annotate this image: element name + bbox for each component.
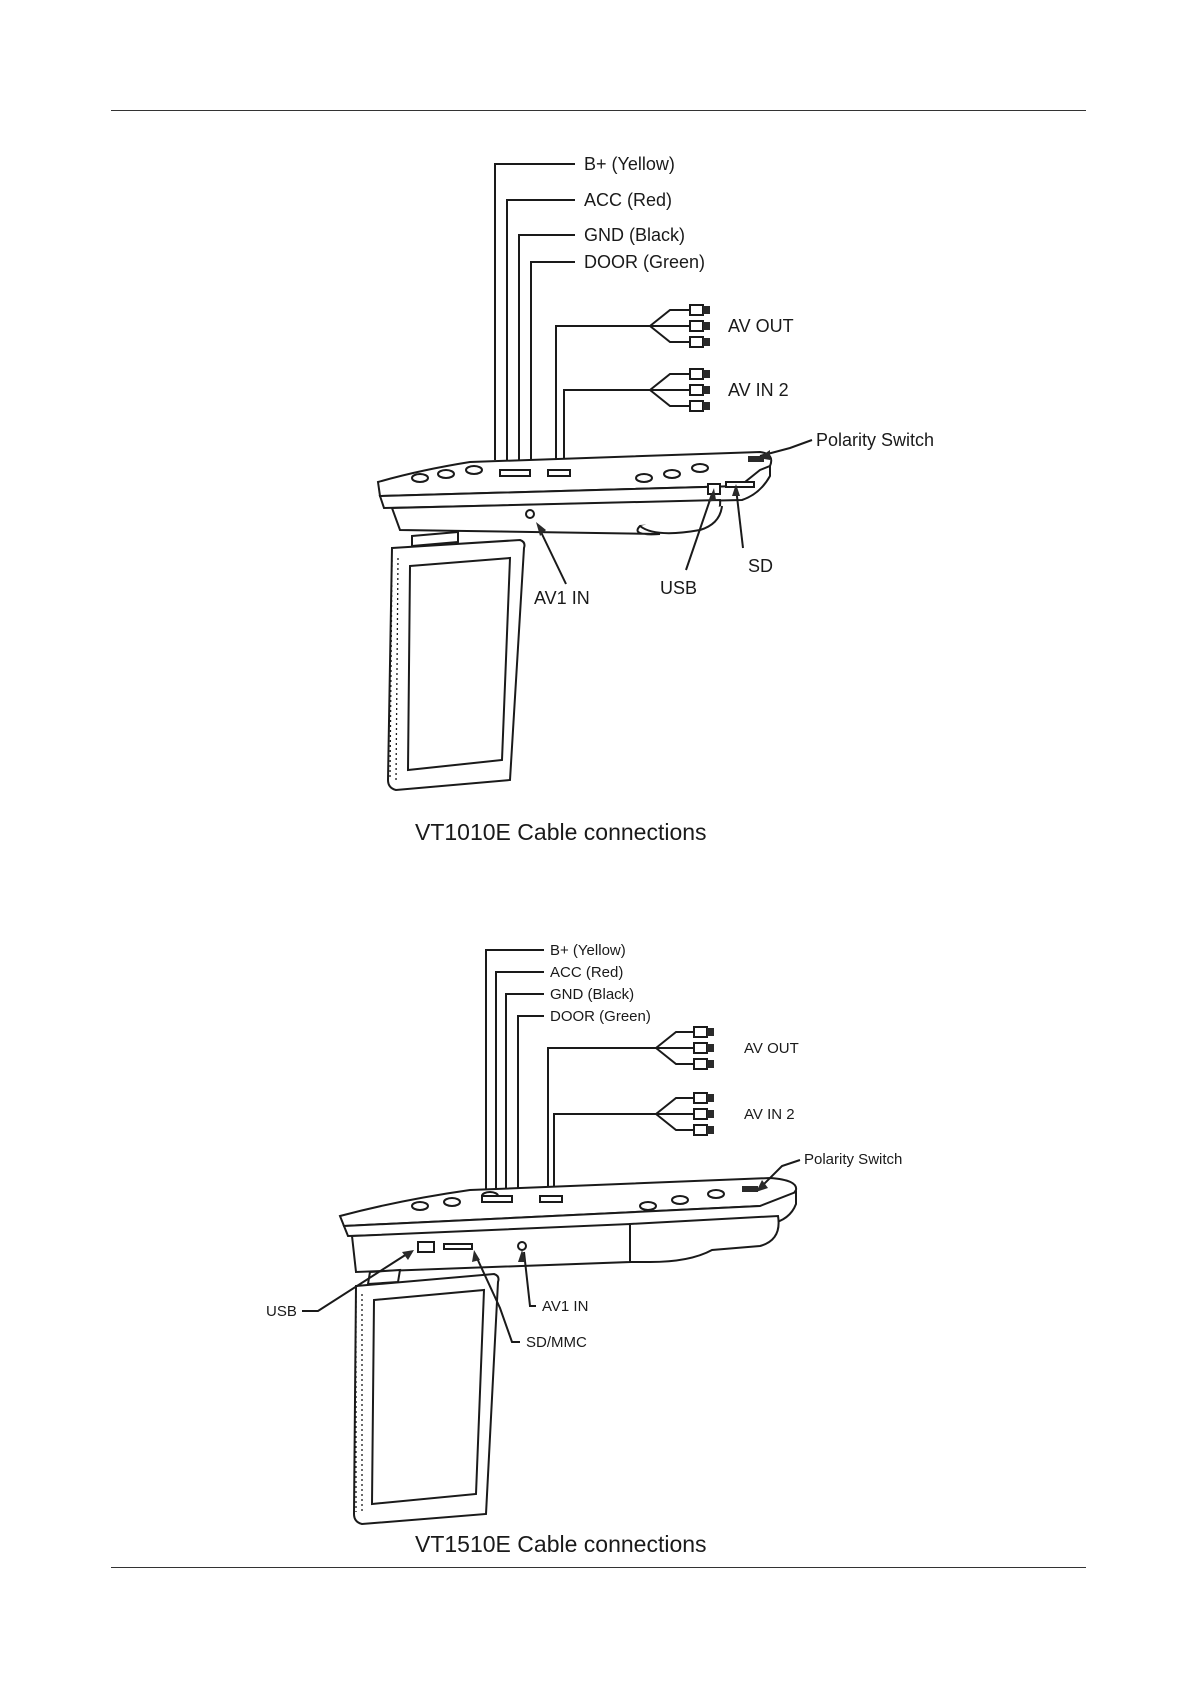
rca-plugs-av-in-2 bbox=[694, 1093, 714, 1135]
wire-door bbox=[531, 262, 575, 460]
label-av-out: AV OUT bbox=[744, 1040, 799, 1057]
label-gnd: GND (Black) bbox=[584, 225, 685, 245]
label-door: DOOR (Green) bbox=[584, 252, 705, 272]
polarity-switch-icon bbox=[742, 1186, 758, 1192]
label-polarity-switch: Polarity Switch bbox=[804, 1151, 902, 1168]
label-polarity-switch: Polarity Switch bbox=[816, 430, 934, 450]
av1-jack-icon bbox=[518, 1242, 526, 1250]
sd-mmc-slot-icon bbox=[444, 1244, 472, 1249]
caption-vt1010e: VT1010E Cable connections bbox=[415, 819, 707, 845]
label-b-plus: B+ (Yellow) bbox=[550, 942, 626, 959]
label-av-in-2: AV IN 2 bbox=[744, 1106, 795, 1123]
vt1010e-diagram: B+ (Yellow) ACC (Red) GND (Black) DOOR (… bbox=[0, 120, 1190, 860]
power-wires bbox=[486, 950, 544, 1190]
label-acc: ACC (Red) bbox=[550, 964, 623, 981]
header-rule bbox=[111, 110, 1086, 111]
av-out-cable bbox=[556, 305, 710, 466]
wire-gnd bbox=[519, 235, 575, 460]
label-sd: SD bbox=[748, 556, 773, 576]
usb-port-icon bbox=[418, 1242, 434, 1252]
rca-plugs-av-out bbox=[694, 1027, 714, 1069]
flip-down-screen bbox=[388, 532, 525, 790]
av-cable-slot bbox=[548, 470, 570, 476]
label-sd-mmc: SD/MMC bbox=[526, 1334, 587, 1351]
label-av-out: AV OUT bbox=[728, 316, 794, 336]
av-in-2-cable bbox=[564, 369, 710, 466]
label-av1-in: AV1 IN bbox=[534, 588, 590, 608]
vt1510e-diagram: B+ (Yellow) ACC (Red) GND (Black) DOOR (… bbox=[0, 920, 1190, 1560]
label-av-in-2: AV IN 2 bbox=[728, 380, 789, 400]
footer-rule bbox=[111, 1567, 1086, 1568]
power-cable-slot bbox=[500, 470, 530, 476]
caption-vt1510e: VT1510E Cable connections bbox=[415, 1531, 707, 1557]
rca-plugs-av-in-2 bbox=[690, 369, 710, 411]
power-cable-slot bbox=[482, 1196, 512, 1202]
flip-down-screen bbox=[354, 1270, 499, 1524]
av-out-cable bbox=[548, 1027, 714, 1196]
av1-jack-icon bbox=[526, 510, 534, 518]
label-acc: ACC (Red) bbox=[584, 190, 672, 210]
label-av1-in: AV1 IN bbox=[542, 1298, 588, 1315]
label-gnd: GND (Black) bbox=[550, 986, 634, 1003]
label-usb: USB bbox=[660, 578, 697, 598]
rca-plugs-av-out bbox=[690, 305, 710, 347]
sd-slot-icon bbox=[726, 482, 754, 487]
label-b-plus: B+ (Yellow) bbox=[584, 154, 675, 174]
av-cable-slot bbox=[540, 1196, 562, 1202]
label-usb: USB bbox=[266, 1303, 297, 1320]
label-door: DOOR (Green) bbox=[550, 1008, 651, 1025]
